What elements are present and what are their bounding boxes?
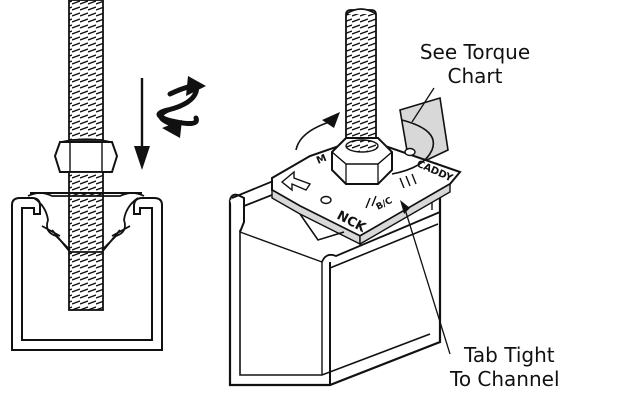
plate-arrow-icon bbox=[280, 170, 312, 192]
rotate-arrowhead-top bbox=[186, 76, 206, 96]
right-iso-view: NCK B/C M CADDY bbox=[228, 8, 462, 387]
hex-nut-iso bbox=[331, 137, 393, 185]
torque-callout-line1: See Torque bbox=[419, 40, 531, 64]
left-section-view bbox=[11, 0, 206, 351]
threaded-rod-lower bbox=[68, 171, 104, 311]
nut-marking-side-left: M bbox=[315, 153, 328, 167]
plate-hole-left bbox=[320, 195, 332, 205]
tab-callout-line1: Tab Tight bbox=[464, 343, 555, 367]
rotate-arrowhead-bottom bbox=[162, 120, 182, 138]
torque-callout-line2: Chart bbox=[447, 64, 503, 88]
plate-hole-right bbox=[404, 147, 416, 157]
threaded-rod-upper bbox=[68, 0, 104, 141]
hex-nut-left bbox=[53, 138, 119, 173]
torque-arc-arrowhead bbox=[322, 112, 340, 128]
tab-callout: Tab Tight To Channel bbox=[450, 343, 626, 391]
torque-leader-line bbox=[411, 87, 435, 123]
torque-callout: See Torque Chart bbox=[395, 40, 555, 88]
tab-callout-line2: To Channel bbox=[450, 367, 560, 391]
tab-leader-line bbox=[403, 205, 451, 355]
down-arrow-icon bbox=[134, 78, 150, 170]
channel-section bbox=[11, 197, 163, 351]
threaded-rod-iso bbox=[345, 9, 377, 149]
